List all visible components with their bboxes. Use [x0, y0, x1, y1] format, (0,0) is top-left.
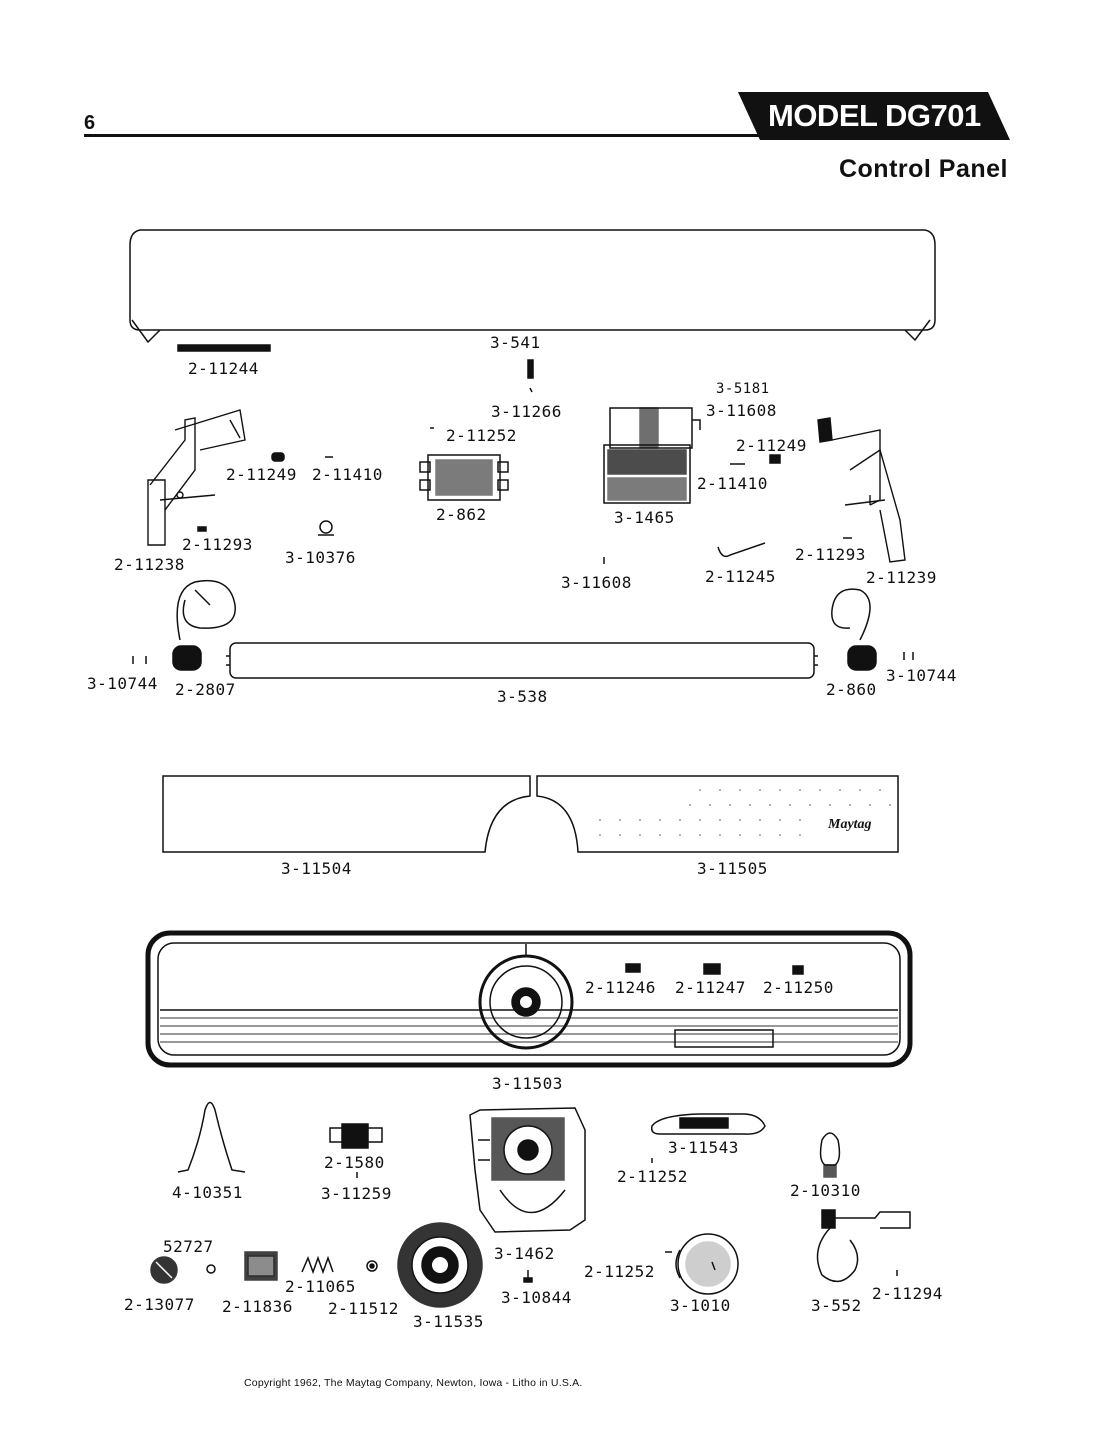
part-label: 2-11410: [697, 474, 768, 493]
part-label: 3-10376: [285, 548, 356, 567]
timer-3-1462-drawing: [469, 1107, 586, 1233]
model-title: MODEL DG701: [768, 98, 981, 133]
part-label: 3-552: [811, 1296, 862, 1315]
control-panel-frame-drawing: [145, 930, 913, 1068]
part-label: 2-1580: [324, 1153, 385, 1172]
part-label: 3-541: [490, 333, 541, 352]
part-label: 3-5181: [716, 381, 770, 397]
part-2-11249-drawing: [271, 452, 285, 462]
part-label: 2-11245: [705, 567, 776, 586]
part-label: 3-538: [497, 687, 548, 706]
spring-clip-drawing: [177, 1101, 246, 1173]
part-label: 3-1010: [670, 1296, 731, 1315]
bracket-right-drawing: [817, 417, 906, 563]
copyright-notice: Copyright 1962, The Maytag Company, Newt…: [244, 1377, 583, 1389]
part-label: 52727: [163, 1237, 214, 1256]
part-label: 4-10351: [172, 1183, 243, 1202]
bulb-2-10310-drawing: [819, 1132, 841, 1178]
part-label: 3-11259: [321, 1184, 392, 1203]
panel-3-11504-drawing: [162, 775, 531, 853]
part-label: 3-10744: [87, 674, 158, 693]
part-label: 2-11410: [312, 465, 383, 484]
lamp-socket-right-drawing: [831, 588, 914, 671]
part-2-11836-drawing: [244, 1251, 278, 1281]
lamp-socket-left-drawing: [132, 580, 236, 671]
part-label: 2-11252: [446, 426, 517, 445]
fluorescent-tube-drawing: [226, 642, 818, 679]
washer-2-11512-drawing: [366, 1260, 378, 1272]
part-label: 2-862: [436, 505, 487, 524]
part-label: 3-1462: [494, 1244, 555, 1263]
top-panel-drawing: [129, 229, 936, 344]
page-number: 6: [84, 112, 96, 134]
part-2-1580-drawing: [329, 1123, 383, 1178]
part-label: 2-11512: [328, 1299, 399, 1318]
panel-texture-drawing: [599, 789, 891, 836]
part-label: 2-11238: [114, 555, 185, 574]
part-label: 3-11535: [413, 1312, 484, 1331]
part-label: 2-11249: [736, 436, 807, 455]
part-3-10376-drawing: [318, 520, 334, 536]
part-label: 3-11543: [668, 1138, 739, 1157]
part-label: 3-11505: [697, 859, 768, 878]
part-label: 2-11293: [795, 545, 866, 564]
screw-3-11266-drawing: [527, 359, 534, 393]
screw-3-10844-drawing: [523, 1270, 533, 1283]
model-banner: [738, 92, 1010, 140]
part-label: 2-13077: [124, 1295, 195, 1314]
trim-3-11543-drawing: [650, 1113, 766, 1163]
part-label: 2-11252: [617, 1167, 688, 1186]
strip-2-11244-drawing: [177, 344, 271, 352]
part-2-11249-right-drawing: [769, 454, 781, 464]
panel-3-11505-drawing: [536, 775, 899, 853]
part-label: 3-11504: [281, 859, 352, 878]
dial-3-11535-drawing: [397, 1222, 483, 1308]
part-label: 3-10844: [501, 1288, 572, 1307]
part-label: 2-11247: [675, 978, 746, 997]
part-label: 2-11250: [763, 978, 834, 997]
part-label: 3-11608: [561, 573, 632, 592]
pushbutton-3-1465-drawing: [603, 407, 701, 504]
part-label: 2-11239: [866, 568, 937, 587]
part-label: 3-11503: [492, 1074, 563, 1093]
socket-3-552-drawing: [816, 1209, 911, 1283]
part-label: 3-11608: [706, 401, 777, 420]
bracket-left-drawing: [147, 409, 246, 546]
part-label: 2-11249: [226, 465, 297, 484]
part-label: 2-860: [826, 680, 877, 699]
header-rule: [84, 134, 784, 137]
part-label: 2-11246: [585, 978, 656, 997]
part-label: 3-1465: [614, 508, 675, 527]
part-label: 2-11293: [182, 535, 253, 554]
part-label: 3-11266: [491, 402, 562, 421]
part-label: 2-11244: [188, 359, 259, 378]
part-label: 2-11836: [222, 1297, 293, 1316]
part-2-11293-drawing: [197, 526, 207, 532]
switch-2-862-drawing: [419, 427, 509, 501]
part-label: 3-10744: [886, 666, 957, 685]
part-2-11245-drawing: [717, 542, 766, 558]
part-label: 2-10310: [790, 1181, 861, 1200]
maytag-logo: Maytag: [828, 817, 872, 832]
lamp-3-1010-drawing: [675, 1233, 739, 1295]
part-label: 2-11252: [584, 1262, 655, 1281]
part-label: 2-2807: [175, 680, 236, 699]
part-label: 2-11294: [872, 1284, 943, 1303]
spring-2-11065-drawing: [301, 1255, 334, 1275]
part-label: 2-11065: [285, 1277, 356, 1296]
section-title: Control Panel: [838, 155, 1008, 183]
knob-2-13077-drawing: [150, 1256, 216, 1284]
